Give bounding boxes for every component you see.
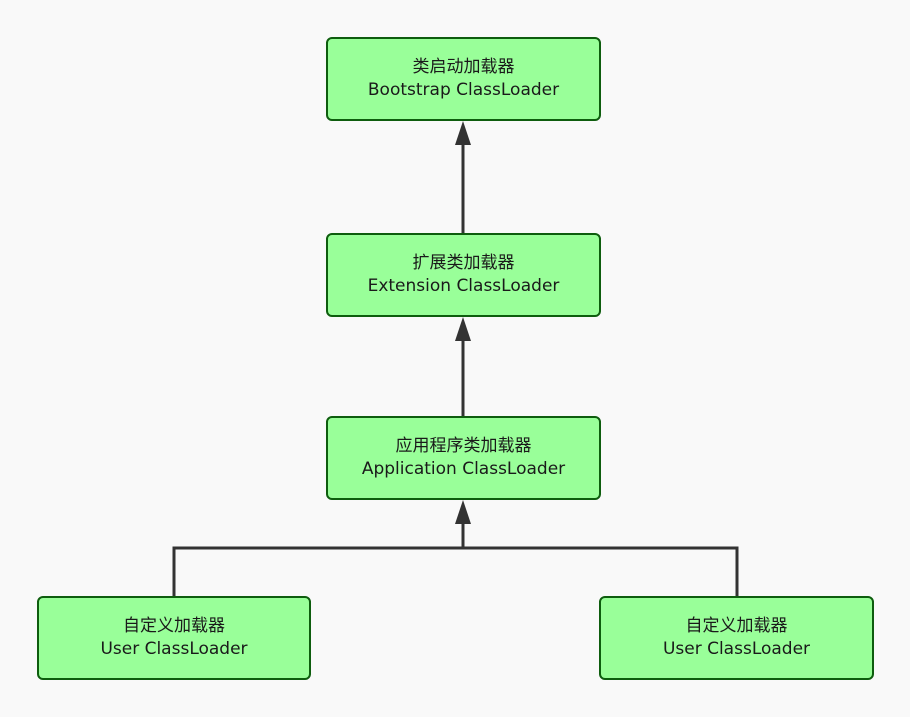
node-user-left-en-label: User ClassLoader [100, 639, 248, 659]
node-user-right-zh-label: 自定义加载器 [685, 616, 788, 636]
node-user-right-en-label: User ClassLoader [662, 639, 811, 659]
node-application-en-label: Application ClassLoader [361, 459, 566, 479]
edge-user-left-to-application [172, 546, 463, 596]
node-extension-zh-label: 扩展类加载器 [412, 253, 515, 273]
node-extension-classloader: 扩展类加载器 Extension ClassLoader [326, 233, 601, 317]
node-application-classloader: 应用程序类加载器 Application ClassLoader [326, 416, 601, 500]
arrowhead-bootstrap [455, 121, 471, 145]
node-bootstrap-classloader: 类启动加载器 Bootstrap ClassLoader [326, 37, 601, 121]
node-user-left-zh-label: 自定义加载器 [123, 616, 225, 636]
node-user-classloader-left: 自定义加载器 User ClassLoader [37, 596, 311, 680]
node-user-classloader-right: 自定义加载器 User ClassLoader [599, 596, 874, 680]
arrowhead-application [455, 500, 471, 524]
edge-user-right-to-application [463, 546, 739, 596]
node-bootstrap-en-label: Bootstrap ClassLoader [367, 80, 560, 100]
node-bootstrap-zh-label: 类启动加载器 [412, 57, 515, 77]
node-application-zh-label: 应用程序类加载器 [395, 436, 532, 456]
node-extension-en-label: Extension ClassLoader [367, 276, 560, 296]
arrowhead-extension [455, 317, 471, 341]
